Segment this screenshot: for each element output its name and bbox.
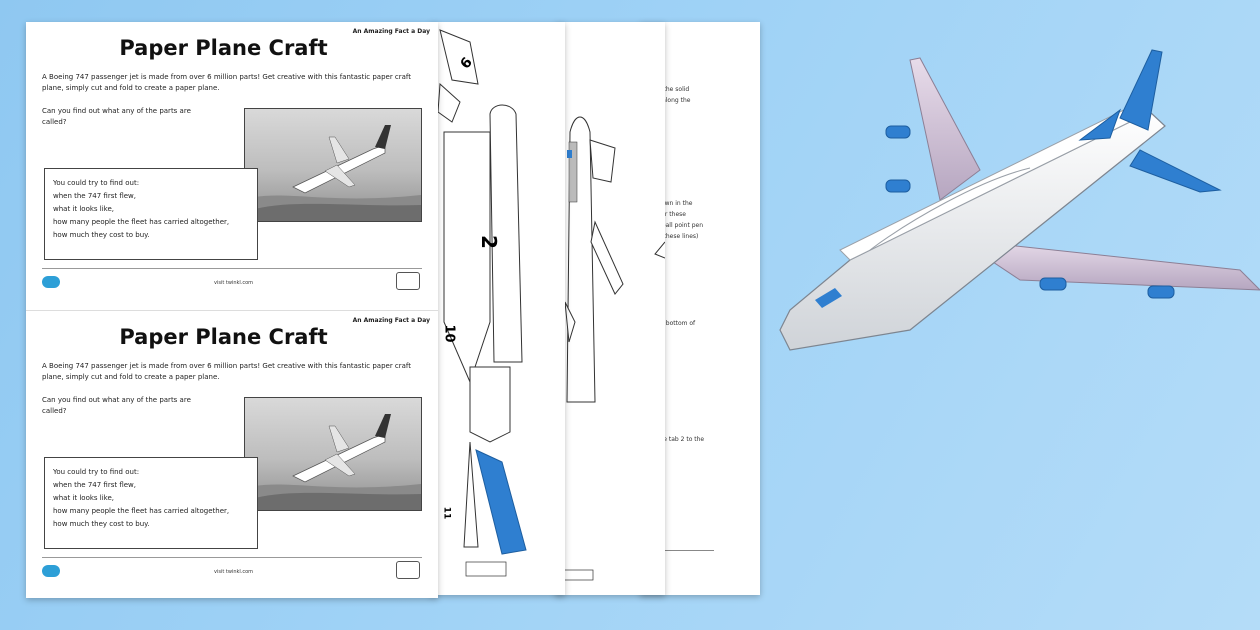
plane-body-outline [562,116,665,581]
template-label: 10 [441,324,457,343]
hint-line: how many people the fleet has carried al… [53,507,230,515]
worksheet-half-top: An Amazing Fact a Day Paper Plane Craft … [26,22,438,310]
hint-line: what it looks like, [53,205,114,213]
question-text: Can you find out what any of the parts a… [42,396,191,415]
worksheet-half-bottom: An Amazing Fact a Day Paper Plane Craft … [26,310,438,598]
worksheet-title: Paper Plane Craft [119,36,328,60]
footer-rule [42,557,422,558]
badge-icon [396,561,420,579]
instruction-line: ng the solid [654,86,690,93]
twinkl-logo-icon [42,565,60,577]
plane-template-outline [437,29,527,577]
template-sheet: 9 2 10 11 [430,22,565,595]
worksheet-title: Paper Plane Craft [119,325,328,349]
intro-text: A Boeing 747 passenger jet is made from … [42,73,412,92]
instruction-line: over these [654,211,686,218]
body-cutout-sheet [555,22,665,595]
front-worksheet: An Amazing Fact a Day Paper Plane Craft … [26,22,438,598]
question-text: Can you find out what any of the parts a… [42,107,191,126]
instruction-line: glue tab 2 to the [654,436,705,443]
instruction-line: the bottom of [654,320,696,327]
intro-text: A Boeing 747 passenger jet is made from … [42,362,412,381]
instruction-line: ty ball point pen [654,222,704,229]
plane-photo [244,397,422,511]
site-text: visit twinkl.com [214,280,254,286]
hint-line: when the 747 first flew, [53,192,136,200]
hint-line: what it looks like, [53,494,114,502]
airplane-icon [245,125,421,221]
footer-rule [654,550,714,551]
instruction-line: ng these lines) [654,233,699,240]
hints-box: You could try to find out: when the 747 … [44,457,258,549]
hint-line: how many people the fleet has carried al… [53,218,230,226]
hint-line: when the 747 first flew, [53,481,136,489]
footer-rule [42,268,422,269]
twinkl-logo-icon [42,276,60,288]
paper-plane-model-icon [779,49,1260,351]
fact-header: An Amazing Fact a Day [352,28,430,35]
site-text: visit twinkl.com [214,569,254,575]
hint-line: how much they cost to buy. [53,231,150,239]
hint-line: You could try to find out: [53,468,140,476]
template-label: 11 [441,506,452,520]
plane-photo [244,108,422,222]
badge-icon [396,272,420,290]
hints-box: You could try to find out: when the 747 … [44,168,258,260]
hint-line: how much they cost to buy. [53,520,150,528]
template-label: 2 [476,235,501,249]
instruction-line: shown in the [654,200,693,207]
airplane-icon [245,414,421,510]
hint-line: You could try to find out: [53,179,140,187]
instruction-line: nt along the [654,97,691,104]
fact-header: An Amazing Fact a Day [352,317,430,324]
